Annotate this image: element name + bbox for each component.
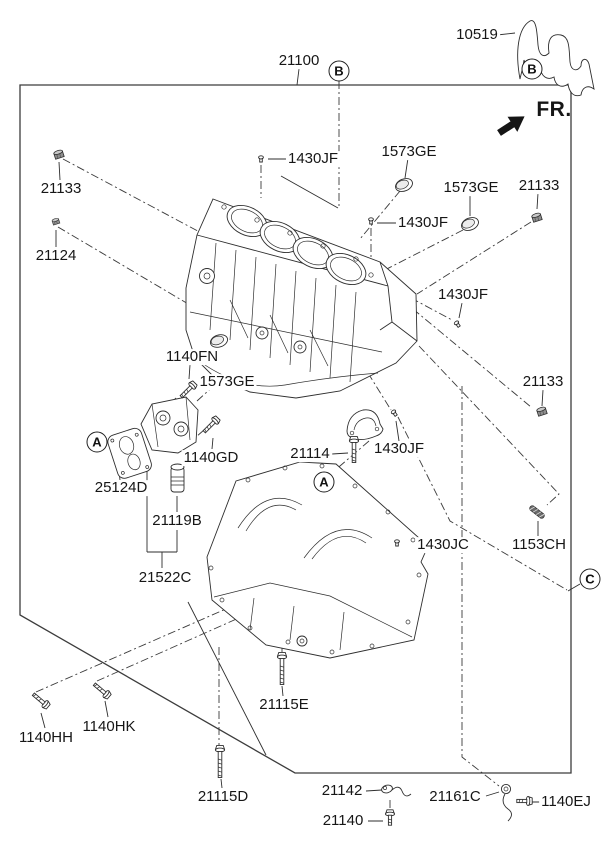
label-21140: 21140 xyxy=(320,812,366,830)
label-fr-direction: FR. xyxy=(536,97,572,121)
label-1140ej: 1140EJ xyxy=(539,793,593,811)
bolt-1140ej-icon xyxy=(516,795,533,807)
label-21142: 21142 xyxy=(319,782,365,800)
label-1140hk: 1140HK xyxy=(80,718,138,736)
clamp-21142-icon xyxy=(381,784,412,797)
fr-direction-arrow-icon xyxy=(497,116,525,136)
bolt-21115e-icon xyxy=(276,651,288,685)
bolt-21115d-icon xyxy=(214,744,226,778)
label-1153ch: 1153CH xyxy=(510,536,568,554)
label-1430jc: 1430JC xyxy=(415,536,471,554)
pin-1430jf-mid-icon xyxy=(453,319,462,329)
plug-21133-top-right-icon xyxy=(530,211,543,223)
label-1140hh: 1140HH xyxy=(17,729,75,747)
stud-1153ch-icon xyxy=(528,504,546,520)
label-21133-top-left: 21133 xyxy=(38,180,84,198)
label-1430jf-right: 1430JF xyxy=(395,214,451,232)
plug-21133-top-left-icon xyxy=(52,148,65,160)
bolt-1140hh-icon xyxy=(30,690,52,711)
label-21114: 21114 xyxy=(288,445,332,463)
label-21124: 21124 xyxy=(33,247,79,265)
bolt-1140gd-icon xyxy=(200,414,222,436)
hook-bracket-21161c-icon xyxy=(500,783,512,822)
label-1140gd: 1140GD xyxy=(181,449,241,467)
view-marker-b-main: B xyxy=(328,60,350,82)
label-25124d: 25124D xyxy=(92,479,150,497)
label-21161c: 21161C xyxy=(427,788,483,806)
label-21522c: 21522C xyxy=(136,569,194,587)
view-marker-a-oilpan: A xyxy=(313,471,335,493)
bolt-1140hk-icon xyxy=(91,680,113,701)
pin-1430jf-top-icon xyxy=(258,155,264,163)
label-21133-mid-right: 21133 xyxy=(520,373,566,391)
cylinder-block-drawing xyxy=(185,198,418,399)
label-1573ge-top: 1573GE xyxy=(379,143,439,161)
label-1573ge-left: 1573GE xyxy=(197,373,257,391)
label-10519: 10519 xyxy=(454,26,500,44)
bolt-21140-icon xyxy=(384,809,396,826)
label-1430jf-bottom: 1430JF xyxy=(371,440,427,458)
label-21115d: 21115D xyxy=(195,788,251,806)
plug-21133-mid-right-icon xyxy=(535,405,548,417)
plug-21124-icon xyxy=(51,217,61,226)
oil-filter-bracket-drawing xyxy=(140,396,199,454)
gasket-25124d-drawing xyxy=(107,427,152,479)
bolt-1140fn-icon xyxy=(177,379,199,401)
oil-pan-drawing xyxy=(206,461,429,659)
bearing-cap-21114-drawing xyxy=(346,409,384,441)
label-21133-top-right: 21133 xyxy=(516,177,562,195)
label-1573ge-right: 1573GE xyxy=(441,179,501,197)
label-1140fn: 1140FN xyxy=(163,348,221,366)
label-21100: 21100 xyxy=(276,52,322,70)
view-marker-c-right: C xyxy=(579,568,601,590)
valve-21119b-drawing xyxy=(170,463,185,493)
label-21115e: 21115E xyxy=(257,696,311,714)
bolt-21114-icon xyxy=(348,435,360,463)
diagram-border xyxy=(19,84,572,774)
label-21119b: 21119B xyxy=(150,512,204,530)
view-marker-b-baffle: B xyxy=(521,58,543,80)
label-1430jf-top: 1430JF xyxy=(285,150,341,168)
pin-1430jf-bottom-icon xyxy=(390,408,399,418)
seal-1573ge-top-icon xyxy=(393,175,415,195)
view-marker-a-bracket: A xyxy=(86,431,108,453)
label-1430jf-mid: 1430JF xyxy=(435,286,491,304)
pin-1430jf-right-icon xyxy=(368,217,374,225)
